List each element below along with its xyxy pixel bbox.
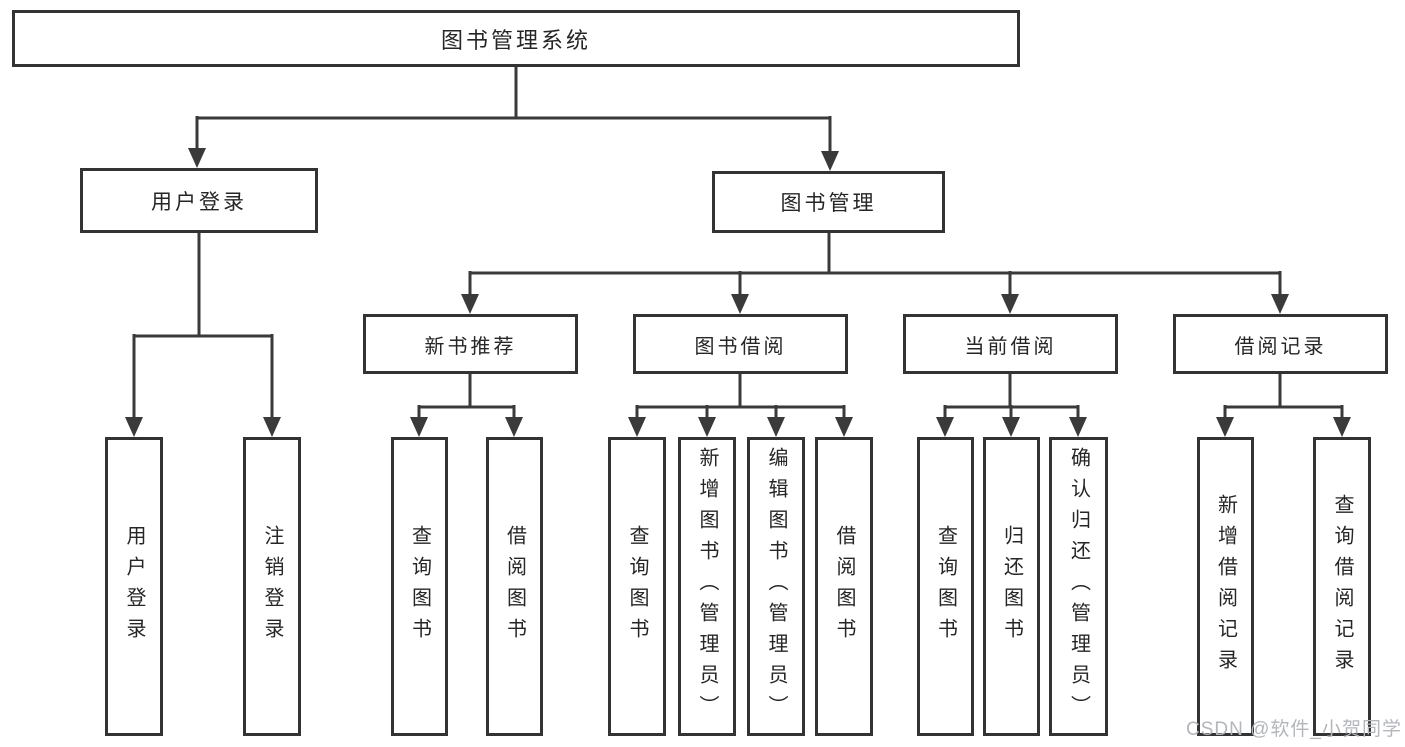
node-user-login-label: 用户登录 bbox=[151, 190, 247, 214]
leaf-return-books-label: 归还图书 bbox=[1000, 524, 1023, 649]
leaf-query-books-recommend: 查询图书 bbox=[391, 437, 448, 736]
leaf-query-books-borrow: 查询图书 bbox=[608, 437, 666, 736]
leaf-borrow-books: 借阅图书 bbox=[815, 437, 873, 736]
node-root-label: 图书管理系统 bbox=[440, 27, 591, 53]
leaf-add-borrow-record-label: 新增借阅记录 bbox=[1214, 493, 1237, 680]
node-borrow-records-label: 借阅记录 bbox=[1234, 335, 1327, 358]
node-root: 图书管理系统 bbox=[12, 10, 1020, 67]
leaf-edit-books-admin: 编辑图书（管理员） bbox=[747, 437, 805, 736]
leaf-query-books-current: 查询图书 bbox=[917, 437, 974, 736]
leaf-logout: 注销登录 bbox=[243, 437, 301, 736]
node-borrow-records: 借阅记录 bbox=[1173, 314, 1388, 374]
leaf-logout-label: 注销登录 bbox=[261, 524, 283, 649]
csdn-watermark: CSDN @软件_小贺同学 bbox=[1186, 719, 1402, 740]
leaf-user-login-label: 用户登录 bbox=[123, 524, 145, 649]
leaf-borrow-books-recommend: 借阅图书 bbox=[486, 437, 543, 736]
node-book-borrow-label: 图书借阅 bbox=[694, 335, 787, 358]
leaf-query-books-current-label: 查询图书 bbox=[934, 524, 957, 649]
leaf-borrow-books-recommend-label: 借阅图书 bbox=[503, 524, 526, 649]
arrowheads bbox=[125, 148, 1351, 437]
node-new-book-recommend-label: 新书推荐 bbox=[424, 335, 517, 358]
node-book-management-label: 图书管理 bbox=[780, 192, 877, 215]
leaf-confirm-return-admin: 确认归还（管理员） bbox=[1049, 437, 1108, 736]
leaf-add-books-admin: 新增图书（管理员） bbox=[678, 437, 736, 736]
leaf-query-borrow-record: 查询借阅记录 bbox=[1313, 437, 1371, 736]
node-book-borrow: 图书借阅 bbox=[633, 314, 848, 374]
leaf-edit-books-admin-label: 编辑图书（管理员） bbox=[765, 447, 787, 726]
leaf-query-books-recommend-label: 查询图书 bbox=[408, 524, 431, 649]
node-book-management: 图书管理 bbox=[712, 171, 945, 233]
leaf-query-borrow-record-label: 查询借阅记录 bbox=[1331, 493, 1353, 680]
leaf-add-borrow-record: 新增借阅记录 bbox=[1197, 437, 1254, 736]
leaf-user-login: 用户登录 bbox=[105, 437, 163, 736]
leaf-confirm-return-admin-label: 确认归还（管理员） bbox=[1067, 447, 1090, 726]
node-new-book-recommend: 新书推荐 bbox=[363, 314, 578, 374]
leaf-borrow-books-label: 借阅图书 bbox=[833, 524, 855, 649]
leaf-return-books: 归还图书 bbox=[983, 437, 1040, 736]
node-current-borrow: 当前借阅 bbox=[903, 314, 1118, 374]
node-user-login: 用户登录 bbox=[80, 168, 318, 233]
node-current-borrow-label: 当前借阅 bbox=[964, 335, 1057, 358]
leaf-add-books-admin-label: 新增图书（管理员） bbox=[696, 447, 718, 726]
leaf-query-books-borrow-label: 查询图书 bbox=[626, 524, 648, 649]
